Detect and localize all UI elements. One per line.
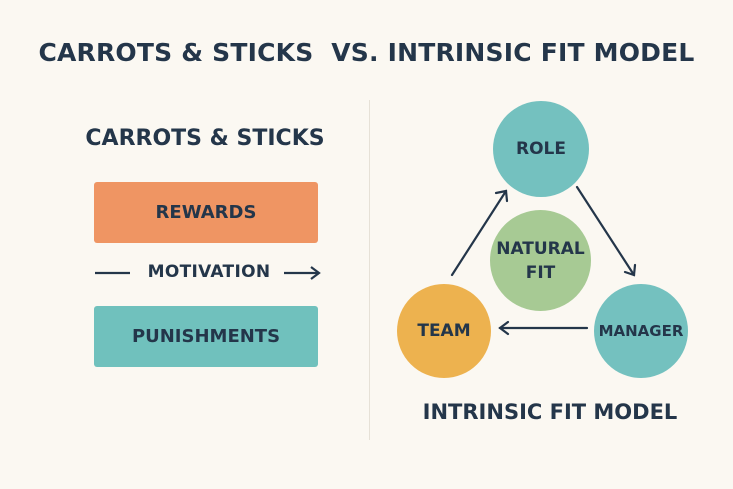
punishments-box: PUNISHMENTS (94, 306, 318, 367)
motivation-arrow-icon (95, 266, 321, 280)
intrinsic-fit-caption: INTRINSIC FIT MODEL (422, 400, 678, 424)
team-circle: TEAM (397, 284, 491, 378)
motivation-row: MOTIVATION (94, 260, 324, 286)
page-title: CARROTS & STICKS VS. INTRINSIC FIT MODEL (38, 38, 695, 67)
manager-to-team-arrow-icon (498, 320, 589, 336)
carrots-sticks-heading: CARROTS & STICKS (85, 126, 325, 151)
role-circle: ROLE (493, 101, 589, 197)
punishments-label: PUNISHMENTS (131, 326, 281, 347)
rewards-label: REWARDS (155, 202, 257, 223)
role-to-manager-arrow-icon (575, 185, 637, 277)
team-label: TEAM (417, 321, 471, 341)
natural-fit-label-line1: NATURAL (496, 238, 585, 259)
manager-label: MANAGER (598, 322, 684, 340)
role-label: ROLE (516, 139, 566, 159)
natural-fit-label-line2: FIT (525, 262, 556, 283)
motivation-label: MOTIVATION (147, 262, 271, 282)
section-divider (369, 100, 370, 440)
team-to-role-arrow-icon (450, 189, 509, 277)
rewards-box: REWARDS (94, 182, 318, 243)
natural-fit-circle: NATURAL FIT (490, 210, 591, 311)
manager-circle: MANAGER (594, 284, 688, 378)
